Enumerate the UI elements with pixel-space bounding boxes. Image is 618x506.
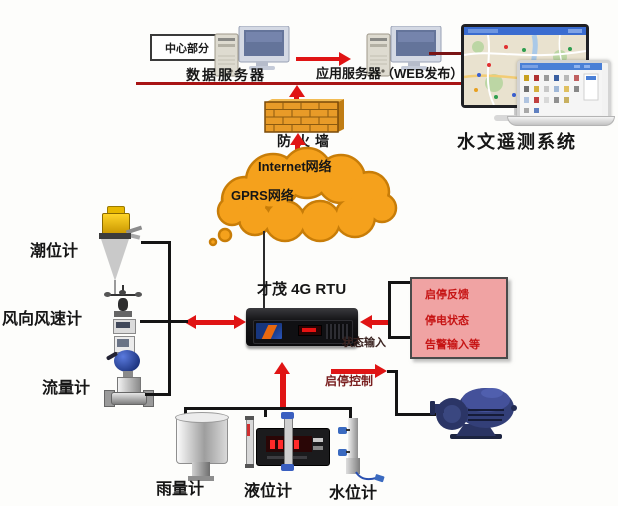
left-bus-stub-mid — [140, 320, 188, 323]
data-server-icon — [214, 26, 290, 77]
link-appserver-to-monitor — [429, 52, 463, 55]
liquid-level-gauge-label: 液位计 — [244, 483, 293, 500]
arrow-status-to-rtu — [372, 320, 390, 325]
tide-gauge-icon — [92, 206, 144, 298]
pump-link-h2 — [395, 413, 436, 416]
arrow-dataserver-to-appserver — [296, 57, 340, 61]
arrowhead-to-rtu-left — [234, 315, 246, 329]
status-panel-stub-top — [388, 281, 410, 284]
arrow-firewall-to-trunk — [294, 95, 299, 101]
status-signal-panel: 启停反馈 停电状态 告警输入等 — [410, 277, 508, 359]
arrow-sensors-rtu — [195, 320, 235, 325]
status-item-feedback: 启停反馈 — [425, 289, 469, 301]
dashboard-screen — [520, 70, 602, 115]
arrowhead-to-left-sensors — [184, 315, 196, 329]
bottom-sensor-bus — [184, 407, 352, 410]
left-sensor-bus — [168, 241, 171, 396]
pump-link-h1 — [387, 370, 398, 373]
arrowhead-status-to-rtu — [360, 315, 372, 329]
arrowhead-cloud-to-firewall — [290, 133, 306, 145]
tide-gauge-label: 潮位计 — [30, 243, 79, 260]
firewall-icon — [264, 99, 344, 133]
liquid-level-gauge-icon — [240, 412, 332, 472]
bottom-drop-water — [349, 407, 352, 421]
status-item-alarm: 告警输入等 — [425, 339, 480, 351]
status-item-poweroff: 停电状态 — [425, 315, 469, 327]
laptop-icon — [517, 60, 611, 123]
cloud-gprs-label: GPRS网络 — [231, 188, 294, 203]
left-bus-stub-top — [141, 241, 171, 244]
rtu-brand-badge — [256, 323, 282, 339]
arrowhead-to-appserver — [339, 52, 351, 66]
water-level-gauge-icon — [338, 418, 386, 484]
arrow-cloud-to-firewall — [295, 143, 300, 152]
rtu-front-panel — [253, 320, 353, 344]
left-bus-stub-bottom — [145, 393, 171, 396]
water-level-gauge-label: 水位计 — [329, 485, 378, 502]
status-panel-bus — [388, 281, 391, 339]
cloud-internet-label: Internet网络 — [258, 159, 332, 174]
flow-meter-label: 流量计 — [42, 380, 91, 397]
data-server-label: 数据服务器 — [186, 67, 266, 83]
arrow-control-to-pump — [331, 369, 376, 374]
internet-gprs-cloud-icon — [208, 146, 398, 247]
flow-meter-icon — [104, 350, 154, 408]
pump-link-v — [395, 370, 398, 416]
pump-icon — [430, 388, 517, 439]
app-server-label: 应用服务器（WEB发布） — [316, 66, 464, 81]
status-panel-stub-bottom — [388, 336, 410, 339]
control-label: 启停控制 — [325, 374, 374, 388]
laptop-base — [507, 116, 615, 126]
arrowhead-firewall-to-trunk — [289, 85, 305, 97]
center-section-box: 中心部分 — [150, 34, 224, 61]
rtu-device-icon — [246, 308, 358, 346]
arrow-bottom-to-rtu — [280, 374, 286, 407]
status-input-label: 状态输入 — [342, 337, 386, 349]
rtu-ports — [326, 324, 350, 339]
rtu-led-display — [298, 325, 322, 336]
app-server-icon — [366, 26, 442, 77]
trunk-line — [136, 82, 470, 85]
monitoring-system-label: 水文遥测系统 — [457, 132, 577, 152]
rtu-label: 才茂 4G RTU — [257, 281, 347, 298]
arrowhead-control — [375, 364, 387, 378]
rtu-antenna — [263, 231, 265, 309]
rain-gauge-icon — [174, 412, 230, 482]
wind-sensor-label: 风向风速计 — [2, 311, 83, 328]
bottom-drop-level — [264, 407, 267, 417]
center-section-label: 中心部分 — [165, 42, 209, 55]
rain-gauge-label: 雨量计 — [156, 481, 205, 498]
arrowhead-bottom-to-rtu — [274, 362, 290, 374]
